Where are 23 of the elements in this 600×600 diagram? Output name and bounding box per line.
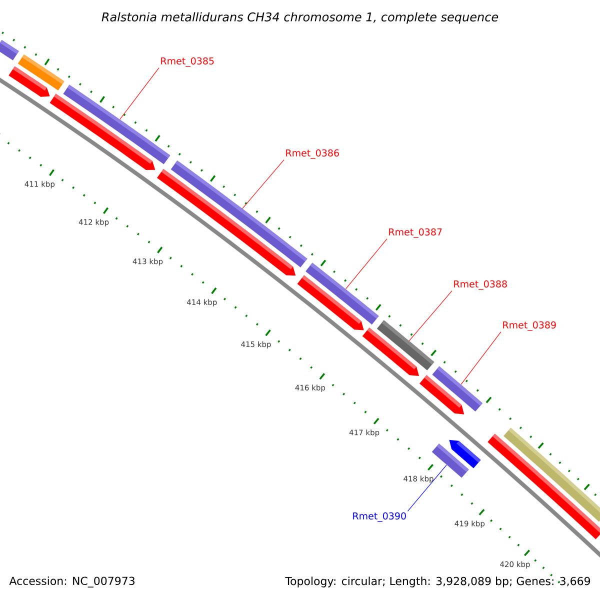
gene-bar: [504, 428, 600, 522]
gene-bar: [63, 84, 170, 164]
gene-bar: [306, 262, 379, 325]
gene-label: Rmet_0389: [503, 321, 556, 331]
leader-line: [407, 464, 447, 512]
footer-text: Topology: circular; Length: 3,928,089 bp; Genes: 3,669: [285, 576, 590, 588]
gene-bar: [432, 366, 483, 412]
gene-bar: [18, 54, 64, 90]
gene-bar: [376, 320, 434, 370]
gene-label: Rmet_0390: [353, 512, 406, 522]
title: Ralstonia metallidurans CH34 chromosome 1, complete sequence: [102, 12, 498, 24]
gene-bar: [170, 160, 308, 268]
gene-bar: [0, 40, 19, 60]
leader-line: [408, 290, 452, 342]
footer-text: Accession: NC_007973: [9, 576, 134, 588]
gene-bar: [449, 440, 481, 468]
gene-label: Rmet_0385: [161, 57, 214, 67]
leader-line: [460, 332, 502, 385]
gene-label: Rmet_0387: [389, 228, 442, 238]
gene-label: Rmet_0388: [454, 280, 507, 290]
leader-line: [242, 160, 284, 209]
gene-label: Rmet_0386: [286, 149, 339, 159]
leader-line: [345, 238, 388, 290]
